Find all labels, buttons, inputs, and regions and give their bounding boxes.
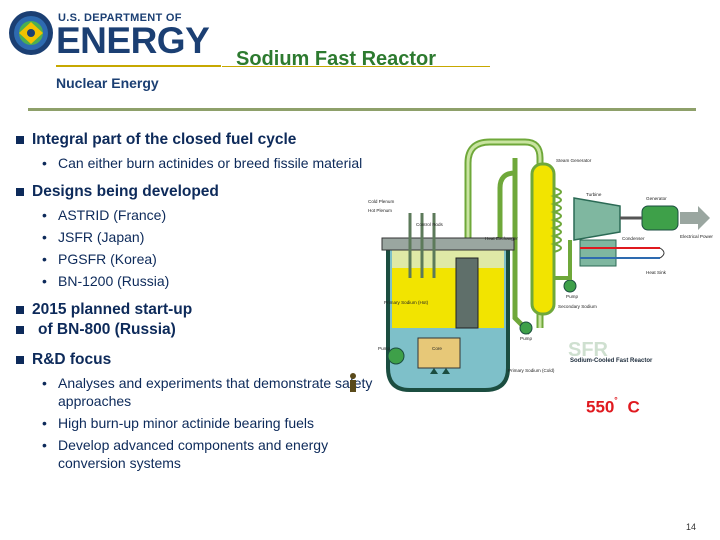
label-hot-plenum: Hot Plenum	[368, 208, 392, 213]
header-divider	[28, 108, 696, 111]
sfr-badge: SFR	[568, 339, 609, 361]
sub-bullet-line1: Analyses and experiments that demonstrat…	[58, 375, 373, 391]
sfr-diagram: Cold Plenum Hot Plenum Control Rods Prim…	[350, 138, 713, 392]
label-turbine: Turbine	[586, 192, 602, 197]
page-number: 14	[686, 522, 697, 532]
label-pump: Pump	[520, 336, 532, 341]
label-primary-sodium-hot: Primary Sodium (Hot)	[384, 300, 429, 305]
temperature-label: 550˚ C	[586, 397, 640, 418]
sub-bullet: Analyses and experiments that demonstrat…	[14, 374, 434, 410]
doe-seal-icon	[9, 11, 53, 55]
secondary-pump	[563, 279, 577, 293]
label-heat-sink: Heat Sink	[646, 270, 667, 275]
sub-bullet: JSFR (Japan)	[14, 228, 434, 246]
label-steam-generator: Steam Generator	[556, 158, 592, 163]
agency-name: ENERGY	[56, 20, 210, 61]
sub-bullet: PGSFR (Korea)	[14, 250, 434, 268]
sub-bullet: High burn-up minor actinide bearing fuel…	[14, 414, 434, 432]
label-electrical-power: Electrical Power	[680, 234, 713, 239]
label-generator: Generator	[646, 196, 667, 201]
title-rule	[222, 66, 490, 67]
label-pump: Pump	[566, 294, 578, 299]
person-icon	[350, 373, 356, 392]
sub-bullet-line2: approaches	[58, 393, 132, 409]
generator	[641, 205, 679, 231]
bullet-startup-line2: of BN-800 (Russia)	[38, 321, 176, 338]
label-primary-sodium-cold: Primary Sodium (Cold)	[508, 368, 555, 373]
sub-bullet: Can either burn actinides or breed fissi…	[14, 154, 434, 172]
primary-pump	[387, 347, 405, 365]
doe-logo: U.S. DEPARTMENT OF ENERGY Nuclear Energy	[0, 0, 230, 100]
bullet-list: Integral part of the closed fuel cycle C…	[14, 130, 434, 472]
sub-bullet: BN-1200 (Russia)	[14, 272, 434, 290]
label-condenser: Condenser	[622, 236, 645, 241]
bullet-closed-fuel-cycle: Integral part of the closed fuel cycle	[14, 130, 434, 150]
slide-title: Sodium Fast Reactor	[236, 48, 437, 70]
reactor-core	[417, 337, 461, 369]
degree-symbol: ˚	[614, 397, 619, 409]
sub-bullet-line1: Develop advanced components and energy	[58, 437, 329, 453]
control-rods	[408, 213, 436, 278]
temperature-unit: C	[627, 397, 640, 417]
turbine	[573, 197, 621, 241]
sub-bullet: ASTRID (France)	[14, 206, 434, 224]
secondary-loop-pipe	[512, 158, 532, 335]
office-name: Nuclear Energy	[56, 75, 159, 91]
steam-generator	[530, 162, 556, 316]
sub-bullet: Develop advanced components and energy co…	[14, 436, 434, 472]
label-core: Core	[432, 346, 442, 351]
heat-exchanger	[455, 257, 479, 329]
label-control-rods: Control Rods	[416, 222, 444, 227]
bullet-rd-focus: R&D focus	[14, 350, 434, 370]
sfr-caption: Sodium-Cooled Fast Reactor	[570, 358, 653, 364]
logo-rule	[56, 65, 221, 67]
condenser	[579, 239, 617, 267]
label-cold-plenum: Cold Plenum	[368, 199, 394, 204]
electrical-power-arrow	[680, 206, 710, 230]
bullet-startup: 2015 planned start-up	[14, 300, 434, 320]
sub-bullet-line2: conversion systems	[58, 455, 181, 471]
label-pump: Pump	[378, 346, 390, 351]
label-heat-exchanger: Heat Exchanger	[485, 236, 518, 241]
label-secondary-sodium: Secondary Sodium	[558, 304, 597, 309]
dept-line: U.S. DEPARTMENT OF	[58, 12, 182, 24]
temperature-value: 550	[586, 397, 615, 417]
loop-pump	[519, 321, 533, 335]
bullet-designs: Designs being developed	[14, 182, 434, 202]
bullet-startup-cont: of BN-800 (Russia)	[14, 320, 434, 340]
